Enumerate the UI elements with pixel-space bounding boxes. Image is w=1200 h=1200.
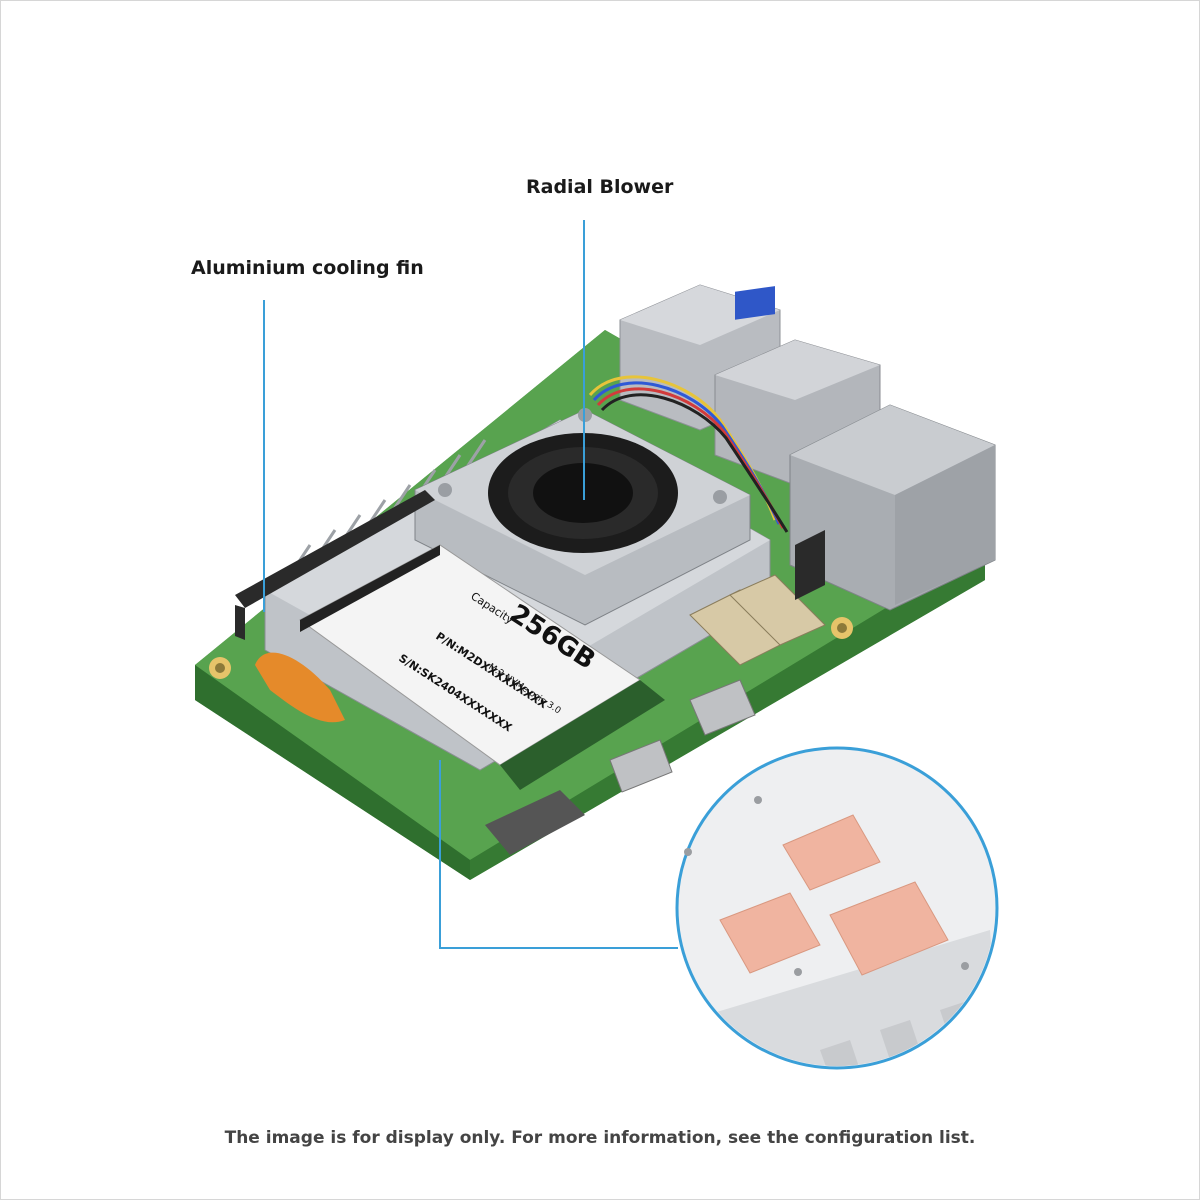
detail-callout-line xyxy=(439,760,678,949)
pcie-ribbon-cable xyxy=(255,652,345,723)
ethernet-port xyxy=(789,404,996,611)
fan-cable xyxy=(588,375,789,533)
micro-hdmi-port xyxy=(689,679,756,736)
aluminium-cooling-fin-label: Aluminium cooling fin xyxy=(191,257,424,279)
thermal-pad xyxy=(782,814,881,891)
micro-hdmi-port xyxy=(609,739,673,793)
usb-c-port xyxy=(485,790,585,855)
ffc-connectors xyxy=(485,574,826,855)
radial-blower-label: Radial Blower xyxy=(526,176,674,198)
nvme-ssd: 256GB Capacity M.2 NVMe pcie 3.0 P/N:M2D… xyxy=(299,544,665,790)
thermal-pad xyxy=(719,892,821,974)
heatsink-underside-detail xyxy=(675,746,999,1070)
radial-blower-fan xyxy=(414,408,751,626)
gpio-header xyxy=(235,490,825,640)
display-disclaimer: The image is for display only. For more … xyxy=(224,1128,976,1148)
callout-lines xyxy=(263,220,678,949)
thermal-pad xyxy=(829,881,949,976)
